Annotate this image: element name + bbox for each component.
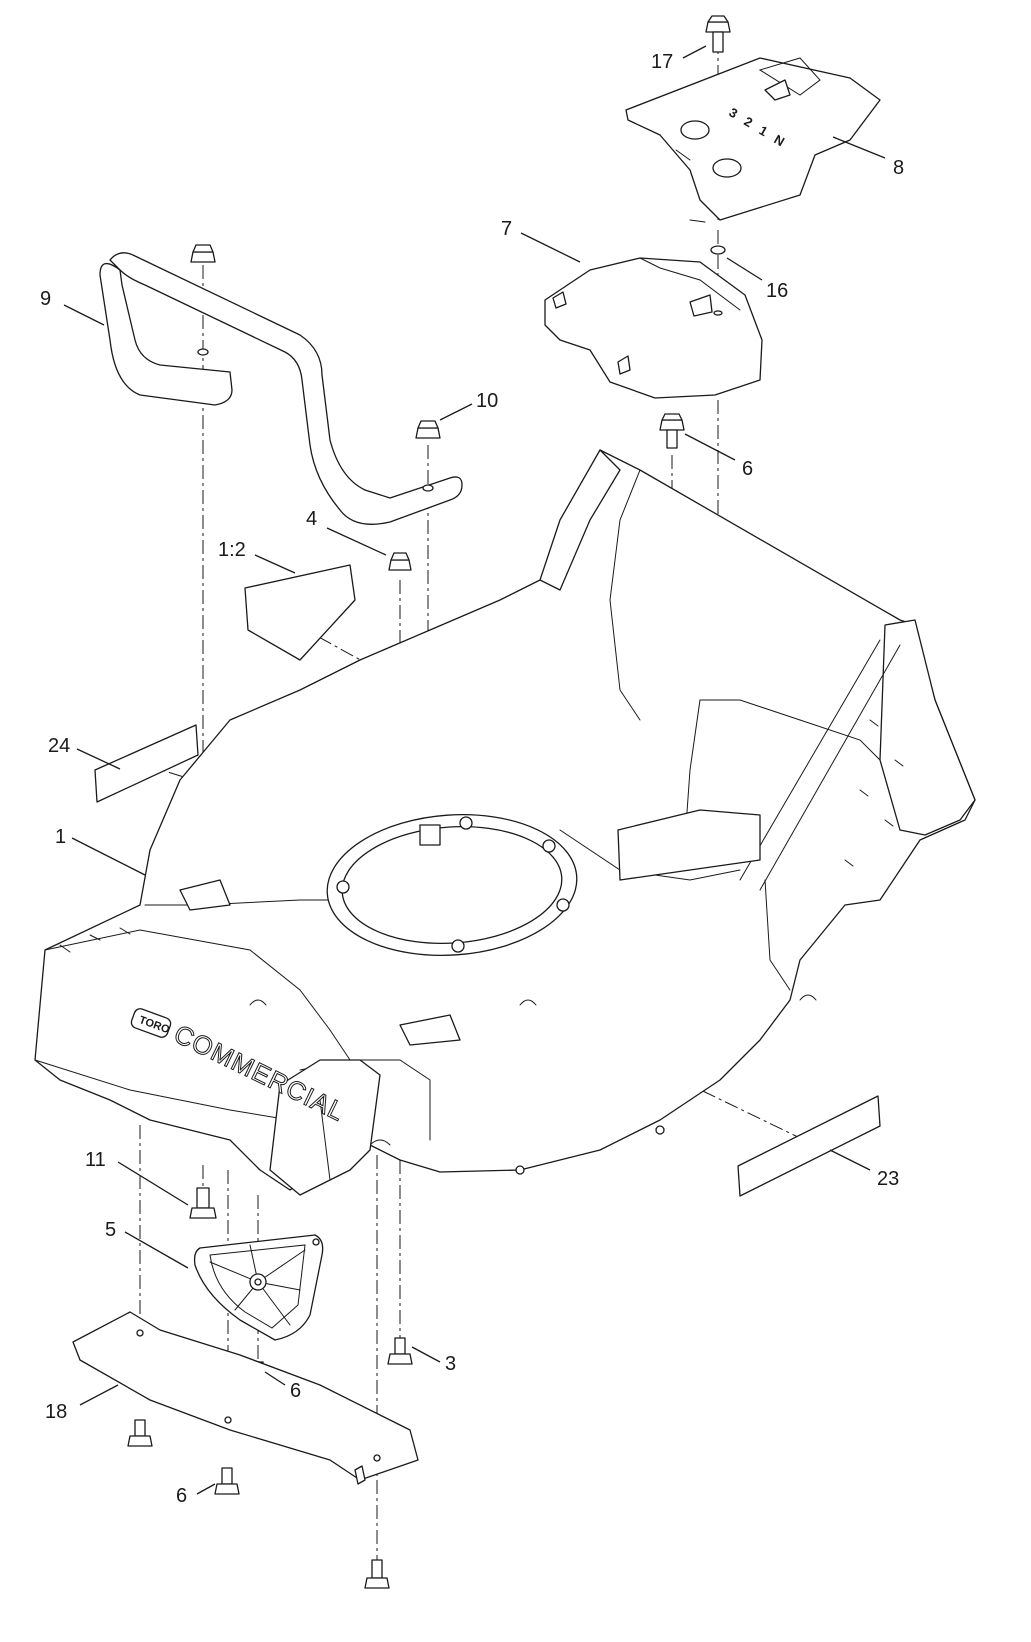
decal-strip-part-23: [737, 1095, 881, 1197]
bolt-part-6-lower: [214, 1467, 240, 1495]
callout-4: 4: [306, 508, 317, 530]
shift-cover-part-8: 3 2 1 N: [625, 57, 881, 223]
decal-part-1-2: [244, 564, 356, 661]
bolt-part-3: [387, 1337, 413, 1365]
callout-8: 8: [893, 157, 904, 179]
baffle-part-5: [193, 1234, 324, 1341]
callout-23: 23: [877, 1168, 899, 1190]
callout-1: 1: [55, 826, 66, 848]
bolt-part-17: [705, 15, 731, 53]
nut-part-9-left: [190, 244, 216, 263]
front-bumper-handle: [99, 252, 463, 525]
callout-6-lower: 6: [176, 1485, 187, 1507]
leader-lines: [63, 45, 886, 1495]
callout-10: 10: [476, 390, 498, 412]
callout-6-top: 6: [742, 458, 753, 480]
callout-16: 16: [766, 280, 788, 302]
callout-7: 7: [501, 218, 512, 240]
callout-18: 18: [45, 1401, 67, 1423]
callout-11: 11: [85, 1149, 106, 1171]
mower-housing: TORO COMMERCIAL: [34, 449, 976, 1196]
callout-5: 5: [105, 1219, 116, 1241]
callout-9: 9: [40, 288, 51, 310]
toro-logo-badge: [130, 1008, 172, 1038]
washer-part-16: [710, 245, 726, 255]
callout-labels: 17 8 7 16 9 10 6 4 1:2 24 1 11 23 5 3 6 …: [40, 51, 904, 1507]
bolt-part-6-left: [127, 1419, 153, 1447]
bolt-part-bottom: [364, 1559, 390, 1589]
nut-part-10: [415, 420, 441, 439]
skid-plate-part-18: [72, 1311, 419, 1485]
decal-strip-part-24: [94, 724, 199, 803]
bolt-part-6-top: [659, 413, 685, 449]
control-cover-part-7: [544, 257, 763, 399]
callout-1-2: 1:2: [218, 539, 246, 561]
callout-3: 3: [445, 1353, 456, 1375]
bolt-part-11: [189, 1187, 217, 1219]
callout-24: 24: [48, 735, 70, 757]
callout-17: 17: [651, 51, 673, 73]
callout-6-middle: 6: [290, 1380, 301, 1402]
nut-part-4: [388, 552, 412, 571]
